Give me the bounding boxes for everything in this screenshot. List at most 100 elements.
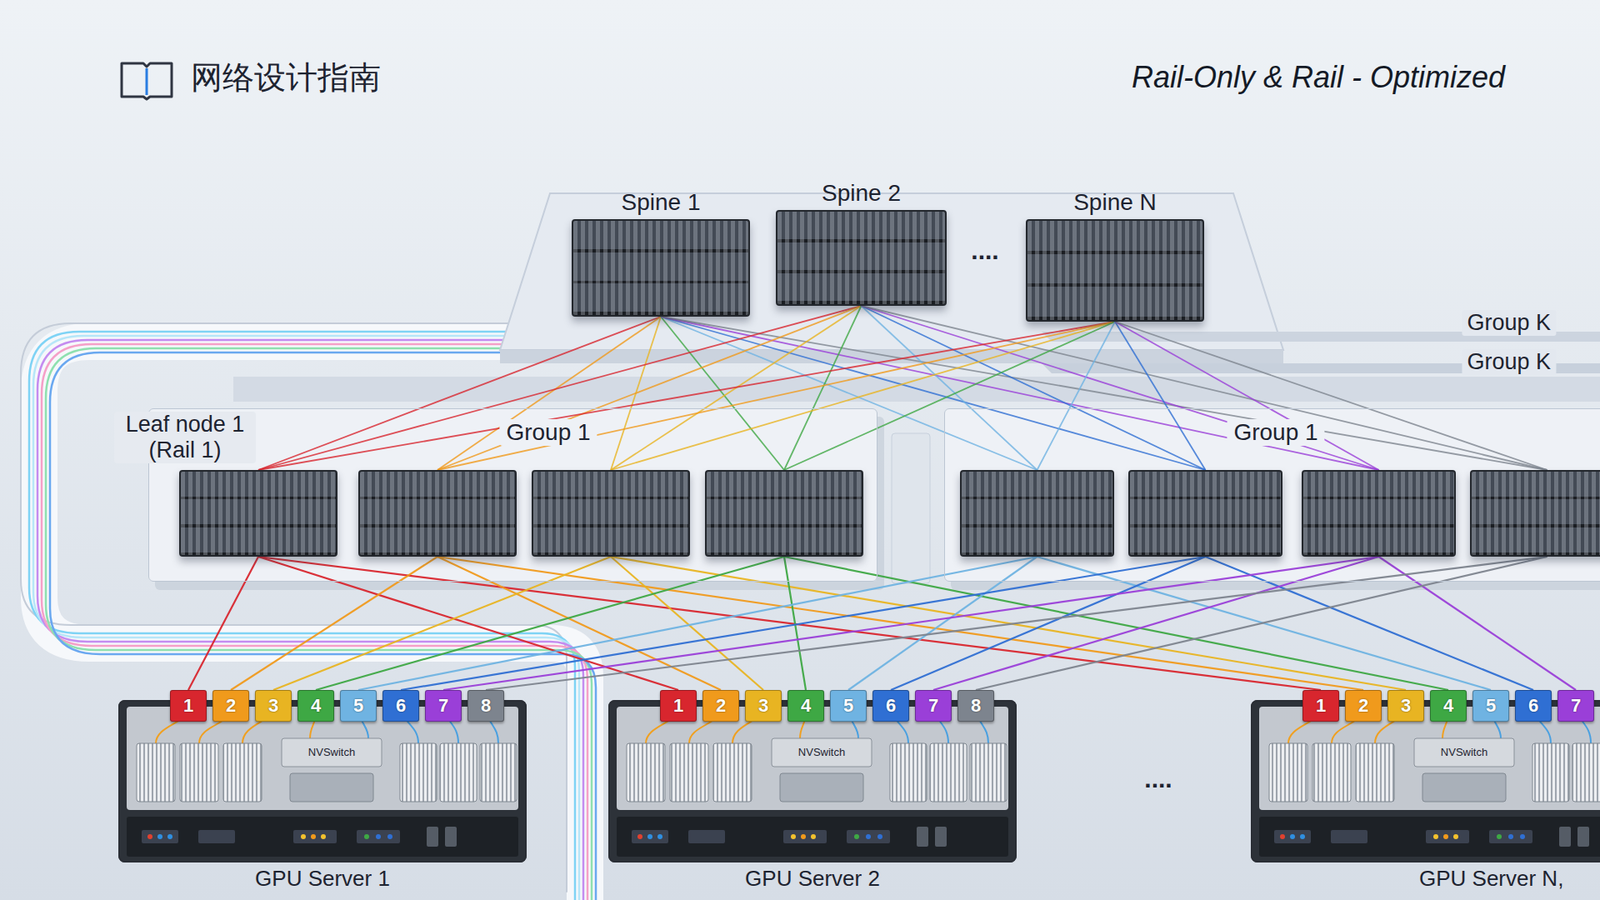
rail-link [400, 556, 1206, 690]
rail-link [784, 556, 1449, 690]
spine-switch: Spine 2 [775, 210, 947, 306]
label-holder: 8 [468, 690, 504, 721]
nic-port: 3 [1387, 690, 1425, 722]
label-holder: Spine N [1073, 189, 1157, 216]
label-holder: NVSwitch [1435, 745, 1493, 759]
nic-port: 8 [957, 690, 995, 722]
group-k-layers [233, 331, 1600, 402]
label-holder: 3 [1388, 690, 1424, 721]
label-holder: .... [970, 236, 999, 265]
rail-link [437, 556, 1364, 690]
server-name: GPU Server 2 [745, 865, 880, 892]
group-name: Group 1 [499, 419, 597, 446]
label-holder: 7 [915, 690, 951, 721]
rail-link [784, 321, 1115, 470]
rail-link [1379, 556, 1577, 690]
port-number: 3 [758, 695, 769, 717]
port-number: 6 [1528, 695, 1539, 717]
label-holder: 2 [213, 690, 249, 721]
label-holder: 5 [1473, 690, 1509, 721]
server-name: GPU Server N, [1419, 865, 1564, 892]
label-holder: GPU Server 2 [745, 865, 880, 892]
gpu-server: GPU Server 112345678 [118, 700, 527, 863]
leaf-switch [358, 470, 517, 557]
nic-port: 5 [340, 690, 377, 722]
port-number: 2 [1358, 695, 1369, 717]
port-number: 1 [183, 695, 194, 717]
rail-link [1205, 556, 1535, 690]
leaf-name: Leaf node 1 (Rail 1) [114, 411, 256, 464]
nic-port: 7 [425, 690, 462, 722]
leaf-group-panel: Group 1 Leaf node 1 (Rail 1) [148, 408, 878, 582]
page-title: Rail-Only & Rail - Optimized [1131, 60, 1505, 95]
switch-name: Spine 2 [821, 180, 901, 207]
leaf-switch [1301, 470, 1456, 557]
label-holder: 6 [873, 690, 909, 721]
nic-port: 6 [382, 690, 420, 722]
rail-link [358, 556, 1038, 690]
rail-link [861, 305, 1548, 470]
rail-link [660, 316, 1548, 470]
nic-port: 4 [1430, 690, 1467, 722]
rail-link [1115, 321, 1548, 470]
rail-link [315, 556, 785, 690]
label-holder: 7 [425, 690, 461, 721]
port-number: 7 [1570, 695, 1581, 717]
rail-link [610, 556, 764, 690]
label-holder: NVSwitch [793, 745, 850, 759]
group-caption: Group K [1461, 310, 1556, 336]
rail-link [437, 316, 661, 470]
port-number: 8 [480, 695, 491, 717]
server-chassis [118, 700, 1600, 863]
chip-label: NVSwitch [1435, 745, 1493, 759]
rail-link [933, 556, 1380, 690]
rail-link [485, 556, 1548, 690]
spine-switch: Spine 1 [571, 219, 750, 317]
label-holder: Group 1 [499, 419, 597, 446]
leaf-group-panel: Group 1 [944, 408, 1600, 582]
nic-port: 2 [212, 690, 250, 722]
port-number: 7 [438, 695, 449, 717]
rail-link [861, 305, 1380, 470]
label-holder: Group 1 [1226, 419, 1325, 446]
label-holder: Group K [1461, 310, 1556, 336]
port-number: 5 [1485, 695, 1496, 717]
rail-link [1115, 321, 1206, 470]
nic-port: 5 [830, 690, 867, 722]
port-number: 5 [353, 695, 364, 717]
port-number: 5 [843, 695, 854, 717]
nic-port: 7 [915, 690, 952, 722]
nic-port: 3 [745, 690, 782, 722]
label-holder: 2 [703, 690, 739, 721]
nic-port: 6 [1515, 690, 1552, 722]
label-holder: 3 [745, 690, 781, 721]
nic-port: 8 [467, 690, 505, 722]
nic-port: 5 [1472, 690, 1510, 722]
nic-port: 1 [1302, 690, 1340, 722]
label-holder: Leaf node 1 (Rail 1) [114, 411, 256, 464]
nic-port: 2 [702, 690, 740, 722]
nic-port: 1 [660, 690, 697, 722]
label-holder: NVSwitch [303, 745, 360, 759]
switch-name: Spine 1 [621, 189, 701, 216]
series-title: 网络设计指南 [190, 56, 381, 100]
label-holder: Rail-Only & Rail - Optimized [1131, 60, 1505, 95]
label-holder: 1 [1303, 690, 1339, 721]
label-holder: 4 [788, 690, 824, 721]
leaf-switch: Leaf node 1 (Rail 1) [179, 470, 338, 557]
port-number: 1 [1315, 695, 1326, 717]
leaf-switch [1470, 470, 1600, 557]
port-number: 4 [800, 695, 811, 717]
group-name: Group 1 [1226, 419, 1325, 446]
ellipsis: .... [1144, 765, 1172, 794]
rail-link [1037, 321, 1116, 470]
server-name: GPU Server 1 [255, 865, 390, 892]
label-holder: 8 [958, 690, 994, 721]
nic-port: 3 [255, 690, 292, 722]
label-holder: 4 [298, 690, 334, 721]
chip-label: NVSwitch [303, 745, 360, 759]
label-holder: 网络设计指南 [190, 56, 381, 100]
ellipsis: .... [970, 236, 999, 265]
label-holder: 4 [1430, 690, 1466, 721]
